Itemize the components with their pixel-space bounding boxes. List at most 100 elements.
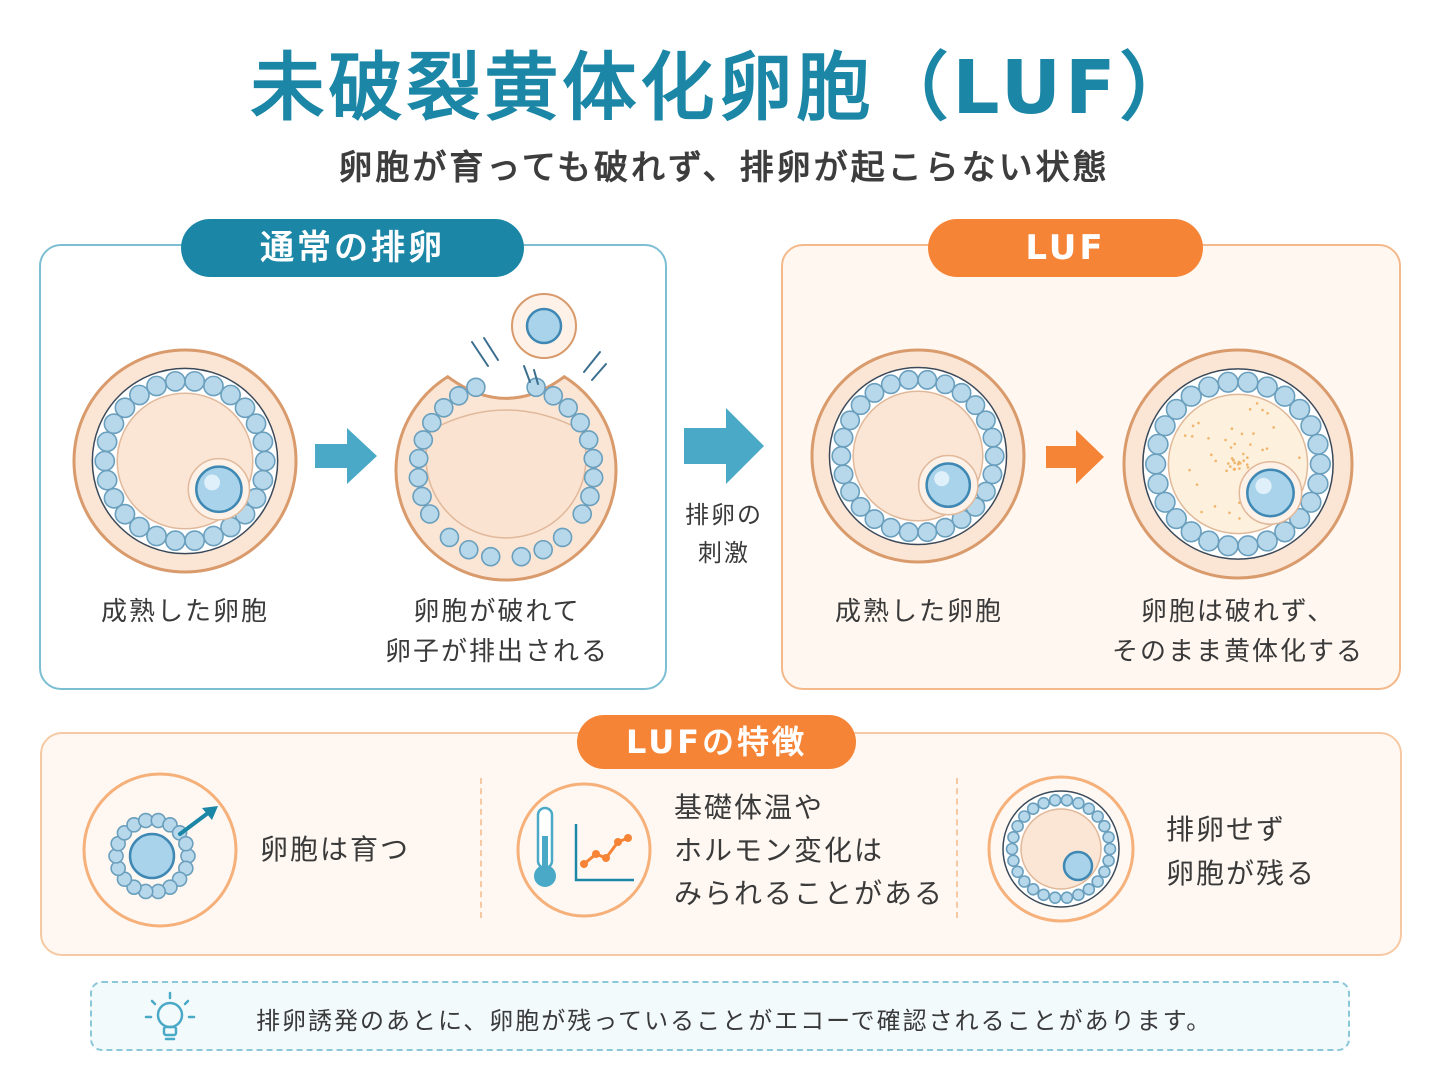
luteinization-dot — [1214, 460, 1217, 463]
granulosa-cell — [882, 375, 900, 393]
antrum — [1021, 809, 1101, 889]
granulosa-cell — [1103, 832, 1114, 843]
granulosa-cell — [841, 482, 859, 500]
page-subtitle: 卵胞が育っても破れず、排卵が起こらない状態 — [0, 140, 1448, 189]
luteinization-dot — [1241, 433, 1244, 436]
granulosa-cell — [1083, 803, 1094, 814]
granulosa-cell — [256, 451, 275, 470]
luteinization-dot — [1261, 449, 1264, 452]
granulosa-cell — [185, 372, 204, 391]
luteinization-dot — [1256, 402, 1259, 405]
luteinization-dot — [1224, 439, 1227, 442]
granulosa-cell — [1099, 821, 1110, 832]
remaining-follicle-icon — [986, 774, 1136, 924]
granulosa-cell — [1257, 377, 1277, 397]
granulosa-cell — [130, 385, 149, 404]
granulosa-cell — [1038, 798, 1049, 809]
arrow-right-icon — [315, 428, 377, 484]
normal-step2-label-line1: 卵胞が破れて — [372, 592, 622, 632]
granulosa-cell — [1308, 434, 1328, 454]
normal-step1-label: 成熟した卵胞 — [72, 592, 298, 632]
granulosa-cell — [1103, 855, 1114, 866]
granulosa-cell — [900, 523, 918, 541]
granulosa-cell — [467, 378, 485, 396]
granulosa-cell — [421, 505, 439, 523]
burst-line — [524, 366, 530, 382]
luteinization-dot — [1266, 447, 1269, 450]
feature-2-text-line3: みられることがある — [674, 872, 944, 915]
granulosa-cell — [246, 414, 265, 433]
luteinization-dot — [1200, 511, 1203, 514]
oocyte — [1064, 852, 1092, 880]
granulosa-cell — [1012, 866, 1023, 877]
granulosa-cell — [253, 432, 272, 451]
granulosa-cell — [977, 411, 995, 429]
luteinization-dot — [1207, 437, 1210, 440]
chart-point — [624, 834, 632, 842]
oocyte-highlight — [934, 471, 949, 486]
luteinization-dot — [1233, 462, 1236, 465]
luteinization-dot — [1252, 432, 1255, 435]
granulosa-cell — [1105, 844, 1116, 855]
feature-3-text-line1: 排卵せず — [1166, 808, 1286, 851]
granulosa-cell — [104, 489, 123, 508]
page-title: 未破裂黄体化卵胞（LUF） — [0, 28, 1448, 135]
granulosa-cell — [185, 531, 204, 550]
follicle-growth-icon — [80, 770, 240, 930]
granulosa-cell — [435, 399, 453, 417]
granulosa-cell — [1083, 884, 1094, 895]
granulosa-cell — [460, 541, 478, 559]
granulosa-cell — [413, 487, 431, 505]
big-arrow-right-icon — [684, 408, 764, 484]
granulosa-cell — [1148, 434, 1168, 454]
granulosa-cell — [1008, 832, 1019, 843]
luteinization-dot — [1210, 453, 1213, 456]
granulosa-cell — [482, 548, 500, 566]
luteinization-dot — [1246, 463, 1249, 466]
granulosa-cell — [1061, 892, 1072, 903]
thermometer-chart-icon — [514, 780, 654, 920]
granulosa-cell — [534, 541, 552, 559]
luteinization-dot — [1233, 468, 1236, 471]
granulosa-cell — [865, 384, 883, 402]
luf-step2-label-line1: 卵胞は破れず、 — [1100, 592, 1376, 632]
granulosa-cell — [584, 450, 602, 468]
luteinization-dot — [1238, 461, 1241, 464]
chart-point — [614, 838, 622, 846]
granulosa-cell — [1148, 474, 1168, 494]
luteinization-dot — [1266, 412, 1269, 415]
granulosa-cell — [1073, 798, 1084, 809]
orange-arrow-right-icon — [1046, 430, 1104, 484]
feature-divider-1 — [480, 778, 482, 918]
luf-features-badge: LUFの特徴 — [577, 715, 856, 769]
granulosa-cell — [581, 487, 599, 505]
granulosa-cell — [983, 465, 1001, 483]
granulosa-cell — [97, 432, 116, 451]
feature-3-text-line2: 卵胞が残る — [1166, 852, 1316, 895]
luteinization-dot — [1242, 453, 1245, 456]
granulosa-cell — [554, 528, 572, 546]
granulosa-cell — [1012, 821, 1023, 832]
luteinization-dot — [1249, 443, 1252, 446]
feature-2-text-line2: ホルモン変化は — [674, 829, 884, 872]
granulosa-cell — [97, 471, 116, 490]
chart-point — [602, 854, 610, 862]
granulosa-cell — [1257, 531, 1277, 551]
granulosa-cell — [1301, 416, 1321, 436]
ovulation-stimulus-label-line2: 刺激 — [676, 534, 772, 572]
luteinization-dot — [1192, 425, 1195, 428]
granulosa-cell — [1155, 492, 1175, 512]
granulosa-cell — [1199, 377, 1219, 397]
luf-step2-label-line2: そのまま黄体化する — [1100, 632, 1376, 672]
luf-step1-label: 成熟した卵胞 — [806, 592, 1032, 632]
granulosa-cell — [512, 548, 530, 566]
chart-point — [592, 850, 600, 858]
granulosa-cell — [544, 387, 562, 405]
granulosa-cell — [834, 465, 852, 483]
granulosa-cell — [450, 387, 468, 405]
ovulation-stimulus-label-line1: 排卵の — [676, 496, 772, 534]
granulosa-cell — [95, 451, 114, 470]
luteinization-dot — [1196, 483, 1199, 486]
granulosa-cell — [1019, 876, 1030, 887]
luteinization-dot — [1298, 456, 1301, 459]
